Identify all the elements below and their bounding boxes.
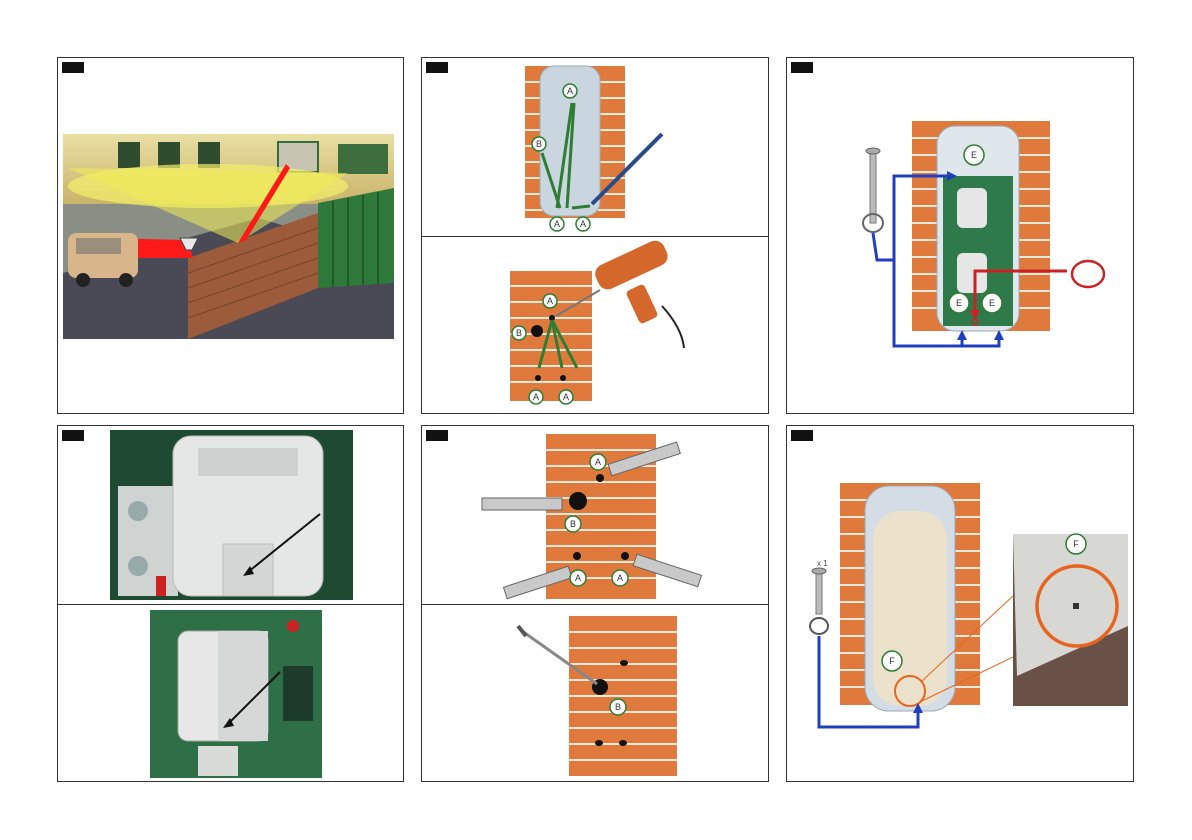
marker-b-anchor: B	[565, 516, 581, 532]
svg-text:A: A	[547, 296, 553, 306]
marker-a-top: A	[563, 84, 577, 98]
marker-a-bottom-right: A	[576, 217, 590, 231]
panel-sensor-cover	[57, 425, 404, 782]
svg-text:F: F	[889, 656, 895, 666]
panel-mark-and-drill: A B A A	[421, 57, 769, 414]
marker-e-bottom-right: E	[982, 293, 1002, 313]
svg-text:A: A	[580, 219, 586, 229]
marker-a-bottom-left: A	[550, 217, 564, 231]
marker-b-drill: B	[512, 326, 526, 340]
sensor-cover-illustration	[58, 426, 404, 782]
svg-text:B: B	[536, 139, 542, 149]
svg-text:F: F	[1073, 539, 1079, 549]
panel-final-fixing: x 1 F F	[786, 425, 1134, 782]
final-fixing-illustration: x 1 F F	[787, 426, 1134, 782]
panel-coverage-scene	[57, 57, 404, 414]
panel-wiring: E E E	[786, 57, 1134, 414]
svg-text:B: B	[516, 328, 522, 338]
marker-b-top: B	[532, 137, 546, 151]
wiring-illustration: E E E	[787, 58, 1134, 414]
svg-text:A: A	[575, 573, 581, 583]
svg-text:B: B	[615, 702, 621, 712]
svg-text:A: A	[554, 219, 560, 229]
marker-a-anchor-right: A	[612, 570, 628, 586]
panel-anchors: A B A A B	[421, 425, 769, 782]
screw-quantity-label: x 1	[817, 559, 828, 568]
svg-text:A: A	[617, 573, 623, 583]
marker-a-drill-left: A	[529, 390, 543, 404]
svg-text:A: A	[567, 86, 573, 96]
svg-text:A: A	[563, 392, 569, 402]
marker-a-anchor-left: A	[570, 570, 586, 586]
svg-text:A: A	[533, 392, 539, 402]
marker-e-bottom-left: E	[949, 293, 969, 313]
svg-text:B: B	[570, 519, 576, 529]
mark-drill-illustration: A B A A	[422, 58, 769, 414]
marker-a-anchor-top: A	[590, 454, 606, 470]
marker-b-screw: B	[610, 699, 626, 715]
marker-a-drill-right: A	[559, 390, 573, 404]
coverage-scene-illustration	[58, 58, 404, 414]
svg-text:E: E	[989, 298, 995, 308]
marker-f-inset: F	[1066, 534, 1086, 554]
marker-f-sensor: F	[882, 651, 902, 671]
svg-text:E: E	[956, 298, 962, 308]
svg-text:A: A	[595, 457, 601, 467]
svg-text:E: E	[971, 150, 977, 160]
marker-a-drill: A	[543, 294, 557, 308]
marker-e-top: E	[964, 145, 984, 165]
anchors-illustration: A B A A B	[422, 426, 769, 782]
